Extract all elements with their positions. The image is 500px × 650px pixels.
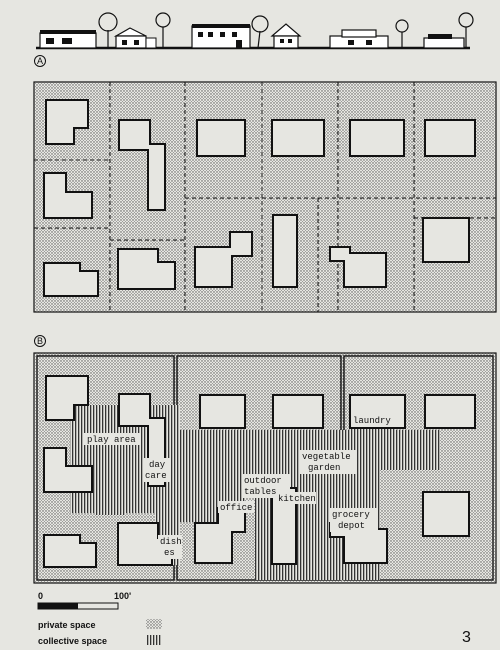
label-dish: dish [160, 537, 182, 547]
legend-private-swatch [146, 619, 162, 629]
scale-bar: 0 100' [37, 591, 131, 610]
street-elevation [36, 12, 474, 50]
panel-a-plan [33, 81, 497, 313]
label-grocery: grocery [332, 510, 370, 520]
label-play-area: play area [87, 435, 136, 445]
label-garden: garden [308, 463, 340, 473]
panel-b-tag: B [34, 335, 46, 347]
label-day: day [149, 460, 166, 470]
label-vegetable: vegetable [302, 452, 351, 462]
panel-b-plan: play area day care outdoor tables kitche… [33, 352, 497, 584]
panel-a-letter: A [37, 56, 43, 66]
scale-start-label: 0 [38, 591, 43, 601]
label-care: care [145, 471, 167, 481]
label-tables: tables [244, 487, 276, 497]
label-office: office [220, 503, 252, 513]
scale-end-label: 100' [114, 591, 131, 601]
label-outdoor: outdoor [244, 476, 282, 486]
legend-collective-label: collective space [38, 636, 107, 646]
function-labels: play area day care outdoor tables kitche… [84, 414, 393, 559]
legend: private space collective space [38, 619, 162, 646]
legend-private-label: private space [38, 620, 96, 630]
panel-b-letter: B [37, 336, 43, 346]
label-es: es [164, 548, 175, 558]
panel-a-tag: A [34, 55, 46, 67]
lot-lines [34, 82, 496, 312]
panel-a-buildings [43, 99, 476, 297]
legend-collective-swatch [146, 635, 162, 645]
label-laundry: laundry [353, 416, 391, 426]
label-depot: depot [338, 521, 365, 531]
page-number: 3 [462, 629, 471, 646]
label-kitchen: kitchen [278, 494, 316, 504]
